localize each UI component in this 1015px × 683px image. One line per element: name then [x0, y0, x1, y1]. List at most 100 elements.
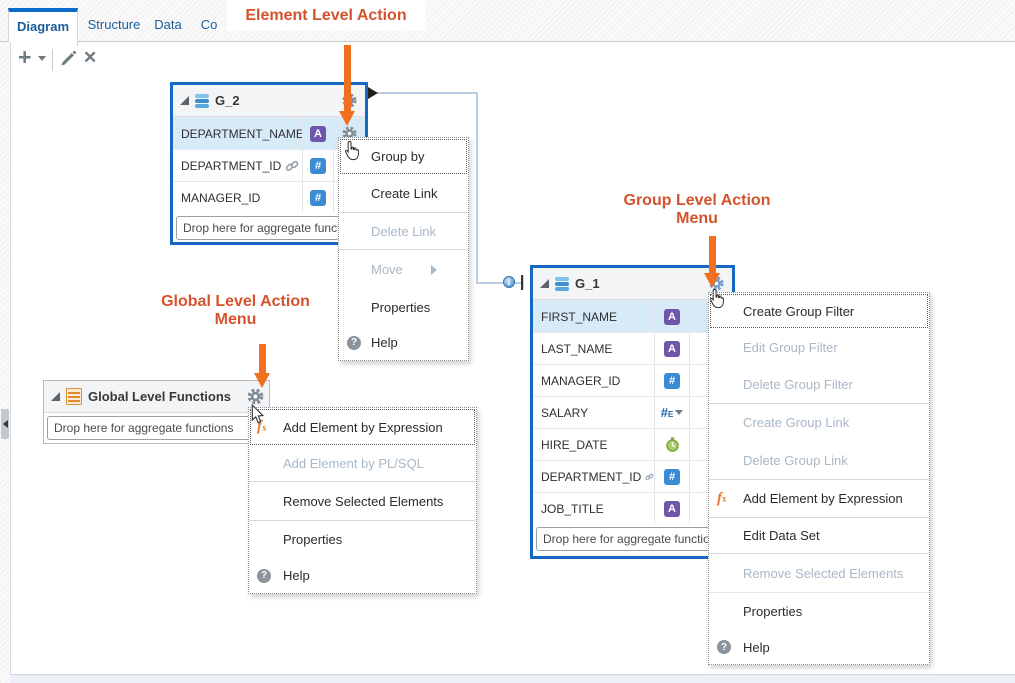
menu-item-edit-data-set[interactable]: Edit Data Set: [743, 528, 820, 543]
element-row-hire-date[interactable]: HIRE_DATE: [533, 428, 732, 460]
element-name: SALARY: [541, 405, 589, 420]
panel-collapse-handle[interactable]: [1, 409, 9, 439]
group-g1-header[interactable]: G_1: [533, 268, 732, 300]
link-info-icon[interactable]: i: [503, 276, 515, 288]
global-functions-header[interactable]: Global Level Functions: [44, 381, 269, 413]
element-row-first-name[interactable]: FIRST_NAME A: [533, 300, 732, 332]
annotation-arrowhead-global: [254, 373, 270, 388]
menu-item-delete-link: Delete Link: [371, 223, 437, 239]
submenu-arrow-icon: [431, 264, 437, 275]
aggregate-drop-zone[interactable]: Drop here for aggregate functions: [47, 416, 266, 440]
element-row-department-name[interactable]: DEPARTMENT_NAME A: [173, 117, 365, 149]
add-dropdown-caret-icon[interactable]: [38, 56, 46, 61]
edit-button[interactable]: [59, 50, 77, 73]
menu-item-properties[interactable]: Properties: [283, 532, 343, 547]
menu-separator: [249, 520, 476, 521]
menu-item-remove-selected-elements[interactable]: Remove Selected Elements: [283, 493, 444, 509]
link-icon: [645, 470, 654, 484]
menu-item-properties[interactable]: Properties: [371, 299, 431, 315]
element-row-manager-id[interactable]: MANAGER_ID #: [173, 181, 365, 213]
menu-item-delete-group-filter: Delete Group Filter: [743, 376, 853, 392]
number-datatype-icon: #: [664, 468, 680, 485]
menu-separator: [709, 403, 929, 404]
collapse-triangle-icon[interactable]: [51, 392, 60, 401]
text-datatype-icon: A: [664, 340, 680, 357]
collapse-triangle-icon[interactable]: [540, 279, 549, 288]
group-g2-header[interactable]: G_2: [173, 85, 365, 117]
menu-separator: [709, 479, 929, 480]
aggregate-drop-zone[interactable]: Drop here for aggregate functions: [536, 527, 729, 551]
tab-structure[interactable]: Structure: [87, 17, 141, 32]
link-icon: [285, 159, 299, 173]
group-box-g2[interactable]: G_2 DEPARTMENT_NAME A DEPARTMENT_ID # MA…: [170, 82, 368, 245]
delete-button[interactable]: ✕: [83, 48, 98, 67]
collapse-triangle-icon[interactable]: [180, 96, 189, 105]
annotation-arrowhead-element: [339, 111, 355, 126]
element-name: LAST_NAME: [541, 341, 613, 356]
element-name: DEPARTMENT_ID: [181, 158, 282, 173]
date-datatype-icon: [665, 437, 680, 452]
arrow-cursor: [251, 404, 264, 424]
menu-item-create-group-link: Create Group Link: [743, 415, 850, 430]
element-row-job-title[interactable]: JOB_TITLE A: [533, 492, 732, 524]
element-row-department-id[interactable]: DEPARTMENT_ID #: [173, 149, 365, 181]
menu-item-properties[interactable]: Properties: [743, 604, 803, 619]
tab-strip: Diagram Structure Data Co: [0, 0, 1015, 46]
menu-item-create-group-filter[interactable]: Create Group Filter: [709, 293, 929, 329]
menu-item-move: Move: [339, 250, 468, 289]
dataset-icon: [195, 93, 209, 108]
toolbar-divider: [52, 49, 53, 71]
menu-separator: [709, 553, 929, 554]
group-box-g1[interactable]: G_1 FIRST_NAME A LAST_NAME A MANAGER_ID …: [530, 265, 735, 559]
element-name: DEPARTMENT_NAME: [181, 126, 302, 141]
hand-cursor: [707, 289, 726, 309]
help-icon: ?: [257, 568, 271, 583]
add-element-button[interactable]: +: [18, 44, 32, 70]
left-panel-splitter-strip: [0, 42, 11, 683]
element-row-department-id[interactable]: DEPARTMENT_ID #: [533, 460, 732, 492]
hand-cursor: [342, 141, 361, 161]
element-row-salary[interactable]: SALARY #E: [533, 396, 732, 428]
annotation-arrow-group: [709, 236, 716, 273]
tab-diagram[interactable]: Diagram: [8, 8, 78, 46]
number-datatype-icon: #: [310, 189, 326, 206]
element-row-manager-id[interactable]: MANAGER_ID #: [533, 364, 732, 396]
element-name: MANAGER_ID: [181, 190, 261, 205]
annotation-group-level-action: Group Level Action Menu: [623, 192, 771, 227]
element-action-menu: Group by Create Link Delete Link Move Pr…: [338, 137, 469, 361]
menu-separator: [709, 517, 929, 518]
element-name: JOB_TITLE: [541, 501, 604, 516]
menu-item-remove-selected-elements: Remove Selected Elements: [743, 565, 904, 581]
aggregate-drop-zone[interactable]: Drop here for aggregate functions: [176, 216, 362, 240]
number-datatype-icon: #: [664, 372, 680, 389]
menu-separator: [709, 592, 929, 593]
collapse-left-icon: [2, 420, 8, 428]
tab-code[interactable]: Co: [200, 17, 218, 32]
menu-separator: [249, 481, 476, 482]
tab-data[interactable]: Data: [154, 17, 182, 32]
menu-item-add-element-by-plsql: Add Element by PL/SQL: [283, 456, 424, 471]
element-row-last-name[interactable]: LAST_NAME A: [533, 332, 732, 364]
group-title: G_2: [215, 93, 240, 108]
dataset-icon: [555, 276, 569, 291]
menu-item-help[interactable]: ? Help: [339, 325, 468, 360]
annotation-global-level-action: Global Level Action Menu: [161, 293, 310, 328]
menu-item-help[interactable]: ? Help: [709, 630, 929, 664]
pencil-icon: [59, 50, 77, 68]
global-functions-box[interactable]: Global Level Functions Drop here for agg…: [43, 380, 270, 444]
annotation-arrowhead-group: [704, 273, 720, 288]
element-name: MANAGER_ID: [541, 373, 621, 388]
annotation-arrow-element: [344, 45, 351, 111]
menu-item-help[interactable]: ? Help: [249, 558, 476, 593]
menu-item-create-link[interactable]: Create Link: [371, 186, 438, 201]
horizontal-scrollbar[interactable]: [10, 674, 1015, 683]
aggregate-caret-icon[interactable]: [675, 410, 684, 415]
group-title: G_1: [575, 276, 600, 291]
measure-datatype-icon[interactable]: #E: [654, 397, 689, 428]
text-datatype-icon: A: [310, 125, 326, 142]
